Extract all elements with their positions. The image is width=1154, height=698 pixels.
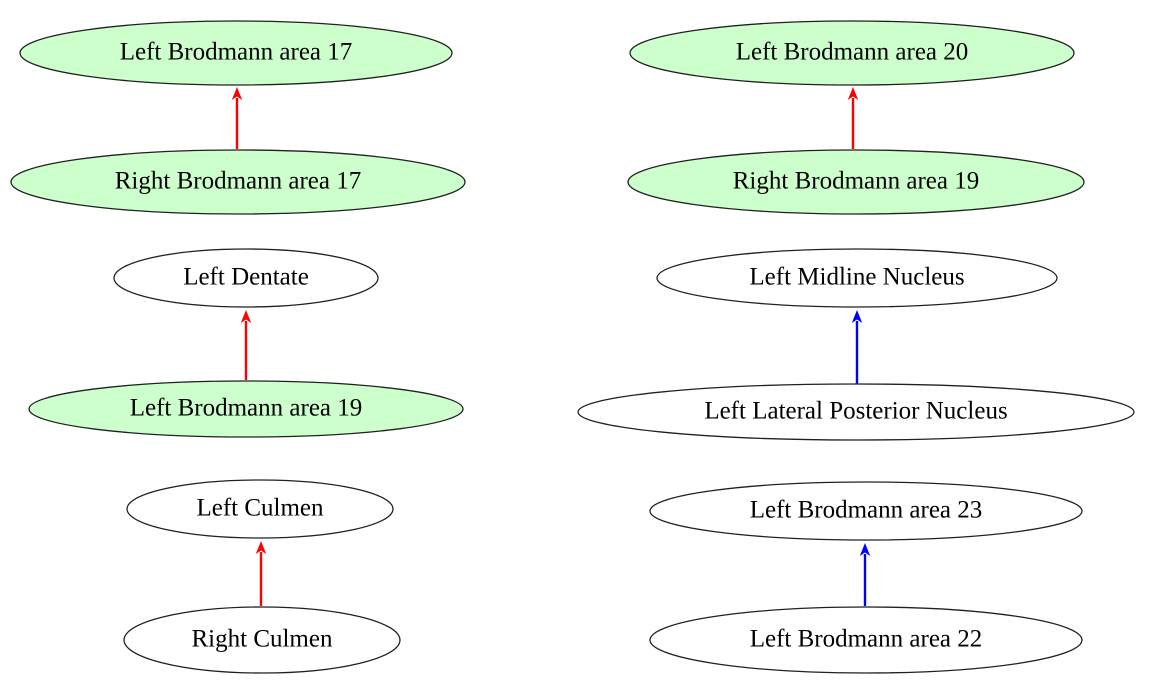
node-label: Left Brodmann area 17 bbox=[120, 39, 353, 66]
node-label: Left Brodmann area 20 bbox=[736, 39, 969, 66]
arrow-head-icon bbox=[851, 310, 863, 323]
node-shape[interactable] bbox=[577, 383, 1135, 441]
node-r-ba17[interactable]: Right Brodmann area 17 bbox=[10, 149, 466, 215]
node-shape[interactable] bbox=[113, 248, 379, 308]
node-label: Left Culmen bbox=[196, 495, 324, 522]
node-shape[interactable] bbox=[10, 149, 466, 215]
node-shape[interactable] bbox=[649, 481, 1083, 541]
node-shape[interactable] bbox=[123, 606, 401, 674]
node-label: Right Culmen bbox=[192, 626, 333, 653]
node-l-ba17[interactable]: Left Brodmann area 17 bbox=[19, 20, 453, 86]
arrow-head-icon bbox=[859, 543, 871, 556]
node-l-ba23[interactable]: Left Brodmann area 23 bbox=[649, 481, 1083, 541]
node-l-dentate[interactable]: Left Dentate bbox=[113, 248, 379, 308]
node-label: Left Lateral Posterior Nucleus bbox=[704, 398, 1007, 425]
edge-r-ba17-to-l-ba17 bbox=[231, 87, 243, 149]
node-shape[interactable] bbox=[649, 606, 1083, 674]
edge-l-ba22-to-l-ba23 bbox=[859, 543, 871, 606]
node-shape[interactable] bbox=[629, 20, 1075, 86]
node-label: Left Midline Nucleus bbox=[749, 264, 964, 291]
arrow-head-icon bbox=[847, 87, 859, 100]
node-shape[interactable] bbox=[656, 248, 1058, 308]
node-label: Left Dentate bbox=[183, 264, 309, 291]
node-shape[interactable] bbox=[28, 380, 464, 438]
node-shape[interactable] bbox=[126, 479, 394, 539]
node-r-ba19[interactable]: Right Brodmann area 19 bbox=[627, 149, 1085, 215]
node-l-ba19[interactable]: Left Brodmann area 19 bbox=[28, 380, 464, 438]
node-r-culmen[interactable]: Right Culmen bbox=[123, 606, 401, 674]
node-label: Right Brodmann area 19 bbox=[733, 168, 979, 195]
arrow-head-icon bbox=[255, 541, 267, 554]
node-l-midline[interactable]: Left Midline Nucleus bbox=[656, 248, 1058, 308]
edge-l-ba19-to-l-dentate bbox=[240, 310, 252, 380]
nodes-layer: Left Brodmann area 17 Right Brodmann area… bbox=[10, 20, 1135, 674]
node-l-ba20[interactable]: Left Brodmann area 20 bbox=[629, 20, 1075, 86]
node-label: Left Brodmann area 23 bbox=[750, 497, 983, 524]
edge-r-culmen-to-l-culmen bbox=[255, 541, 267, 606]
node-label: Right Brodmann area 17 bbox=[115, 168, 361, 195]
arrow-head-icon bbox=[231, 87, 243, 100]
edge-r-ba19-to-l-ba20 bbox=[847, 87, 859, 149]
node-label: Left Brodmann area 19 bbox=[130, 395, 363, 422]
node-l-culmen[interactable]: Left Culmen bbox=[126, 479, 394, 539]
edge-l-latpost-to-l-midline bbox=[851, 310, 863, 384]
node-label: Left Brodmann area 22 bbox=[750, 626, 983, 653]
node-shape[interactable] bbox=[19, 20, 453, 86]
arrow-head-icon bbox=[240, 310, 252, 323]
edges-layer bbox=[231, 87, 871, 606]
node-l-ba22[interactable]: Left Brodmann area 22 bbox=[649, 606, 1083, 674]
node-l-latpost[interactable]: Left Lateral Posterior Nucleus bbox=[577, 383, 1135, 441]
node-shape[interactable] bbox=[627, 149, 1085, 215]
